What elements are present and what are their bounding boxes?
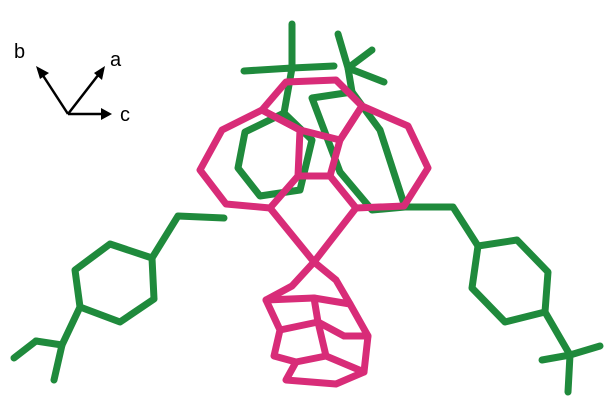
axis-triad: b a c [14, 41, 130, 126]
axis-b-arrowhead [36, 66, 49, 79]
green-left-tbutyl-branch-2 [10, 337, 40, 362]
green-right-benzene-ring [468, 236, 552, 326]
green-top-tbutyl-right-branch-1 [334, 30, 352, 72]
axis-b-line [40, 73, 70, 115]
green-right-linker [401, 203, 482, 250]
pink-cage-inner-2 [276, 318, 372, 340]
axis-c-arrowhead [101, 108, 112, 120]
green-right-tbutyl-branch-1 [564, 351, 574, 396]
axis-a-arrowhead [94, 66, 105, 80]
pink-cage-vertical-2 [314, 318, 330, 360]
green-left-linker [148, 212, 228, 262]
pink-right-ring [326, 102, 432, 212]
green-left-tbutyl-stem [32, 303, 84, 349]
pink-left-to-spiro [266, 204, 318, 266]
axis-c-label: c [120, 104, 130, 126]
pink-fragment [196, 76, 432, 388]
pink-cage-vertical [310, 294, 322, 326]
pink-cage-inner-3 [292, 352, 368, 376]
axis-a-label: a [110, 49, 122, 71]
green-top-tbutyl-left-branch-2 [288, 62, 338, 72]
axis-a-line [67, 73, 100, 115]
green-top-tbutyl-right-branch-2 [344, 46, 376, 72]
green-left-tbutyl-branch-1 [50, 341, 66, 384]
green-right-tbutyl-stem [541, 308, 604, 359]
axis-b-label: b [14, 41, 25, 63]
green-top-tbutyl-right [344, 64, 388, 96]
pink-right-to-spiro [310, 204, 360, 266]
pink-cage-inner-1 [262, 294, 354, 308]
green-left-benzene-ring [71, 240, 158, 326]
green-right-tbutyl-branch-2 [538, 351, 574, 364]
